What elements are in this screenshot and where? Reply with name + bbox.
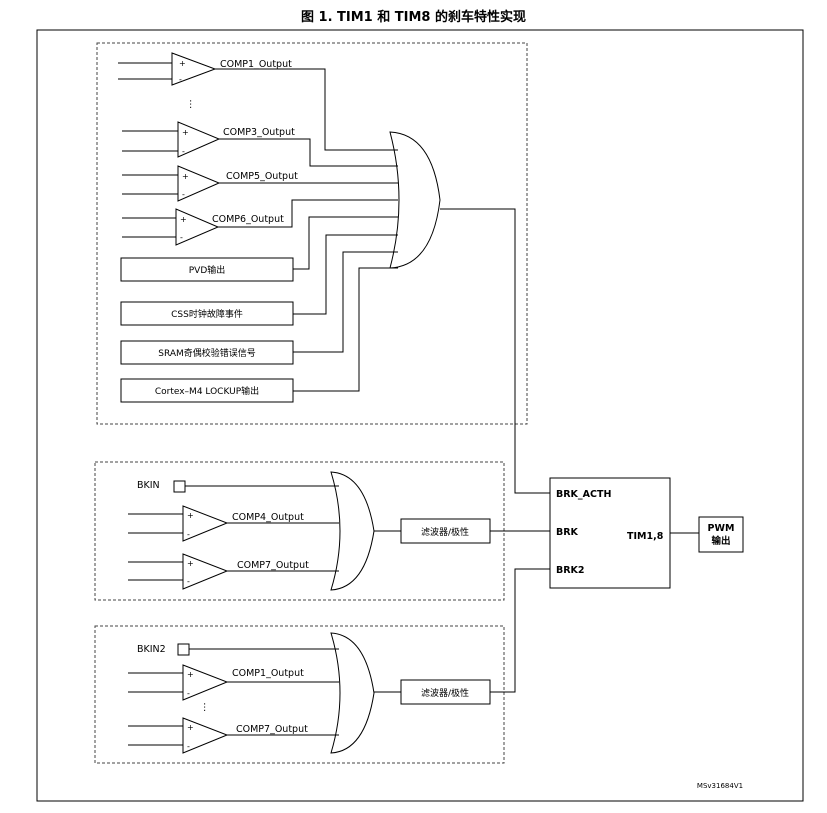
or-gate-top: [389, 131, 441, 269]
svg-text:+: +: [187, 723, 194, 732]
comp7-mid-label: COMP7_Output: [237, 560, 309, 571]
pwm-label-line2: 输出: [711, 535, 730, 547]
svg-text:-: -: [187, 689, 190, 698]
bottom-group-box: [94, 625, 505, 764]
comp7-bottom-label: COMP7_Output: [236, 724, 308, 735]
top-ellipsis: ⋮: [186, 99, 196, 110]
bkin2-pin: [177, 643, 190, 656]
comp5-label: COMP5_Output: [226, 171, 298, 182]
or-gate-bottom: [330, 632, 375, 754]
brk-label: BRK: [556, 527, 579, 538]
tim-name-label: TIM1,8: [627, 531, 664, 542]
comparator-comp5: [177, 165, 221, 202]
comparator-signs: + - + - + - + - + - + - + - + -: [179, 59, 194, 751]
bkin-pin: [173, 480, 186, 493]
svg-text:+: +: [182, 172, 189, 181]
svg-text:-: -: [187, 742, 190, 751]
svg-text:-: -: [187, 577, 190, 586]
comparator-comp3: [177, 121, 221, 158]
comp3-label: COMP3_Output: [223, 127, 295, 138]
svg-text:-: -: [187, 530, 190, 539]
comparator-comp7-bottom: [182, 717, 229, 754]
brk-acth-label: BRK_ACTH: [556, 489, 611, 500]
svg-text:+: +: [182, 128, 189, 137]
outer-frame: [36, 29, 804, 802]
footer-id: MSv31684V1: [697, 782, 743, 790]
svg-text:-: -: [180, 233, 183, 242]
svg-text:+: +: [187, 559, 194, 568]
figure-title: 图 1. TIM1 和 TIM8 的刹车特性实现: [301, 10, 526, 25]
or-gate-mid: [330, 471, 375, 591]
svg-text:+: +: [180, 215, 187, 224]
bkin-label: BKIN: [137, 480, 160, 491]
svg-text:-: -: [179, 75, 182, 84]
top-group-box: [96, 42, 528, 425]
comp6-label: COMP6_Output: [212, 214, 284, 225]
svg-text:-: -: [182, 147, 185, 156]
comparator-comp1-top: [171, 52, 217, 86]
svg-text:-: -: [182, 190, 185, 199]
comparator-comp4-mid: [182, 505, 229, 542]
css-label: CSS时钟故障事件: [171, 308, 243, 320]
comparator-comp6: [175, 208, 220, 246]
svg-text:+: +: [187, 670, 194, 679]
svg-text:+: +: [179, 59, 186, 68]
pwm-label-line1: PWM: [708, 523, 735, 534]
filter-mid-label: 滤波器/极性: [421, 526, 469, 538]
comparator-comp7-mid: [182, 553, 229, 590]
brk2-label: BRK2: [556, 565, 585, 576]
lockup-label: Cortex–M4 LOCKUP输出: [155, 385, 259, 397]
filter-bottom-label: 滤波器/极性: [421, 687, 469, 699]
sram-label: SRAM奇偶校验错误信号: [158, 347, 256, 359]
bottom-ellipsis: ⋮: [200, 702, 210, 713]
pvd-label: PVD输出: [189, 264, 226, 276]
pwm-box: [698, 516, 744, 553]
comp1-bottom-label: COMP1_Output: [232, 668, 304, 679]
comp4-mid-label: COMP4_Output: [232, 512, 304, 523]
svg-text:+: +: [187, 511, 194, 520]
comp1-top-label: COMP1_Output: [220, 59, 292, 70]
bkin2-label: BKIN2: [137, 644, 166, 655]
comparator-comp1-bottom: [182, 664, 229, 701]
